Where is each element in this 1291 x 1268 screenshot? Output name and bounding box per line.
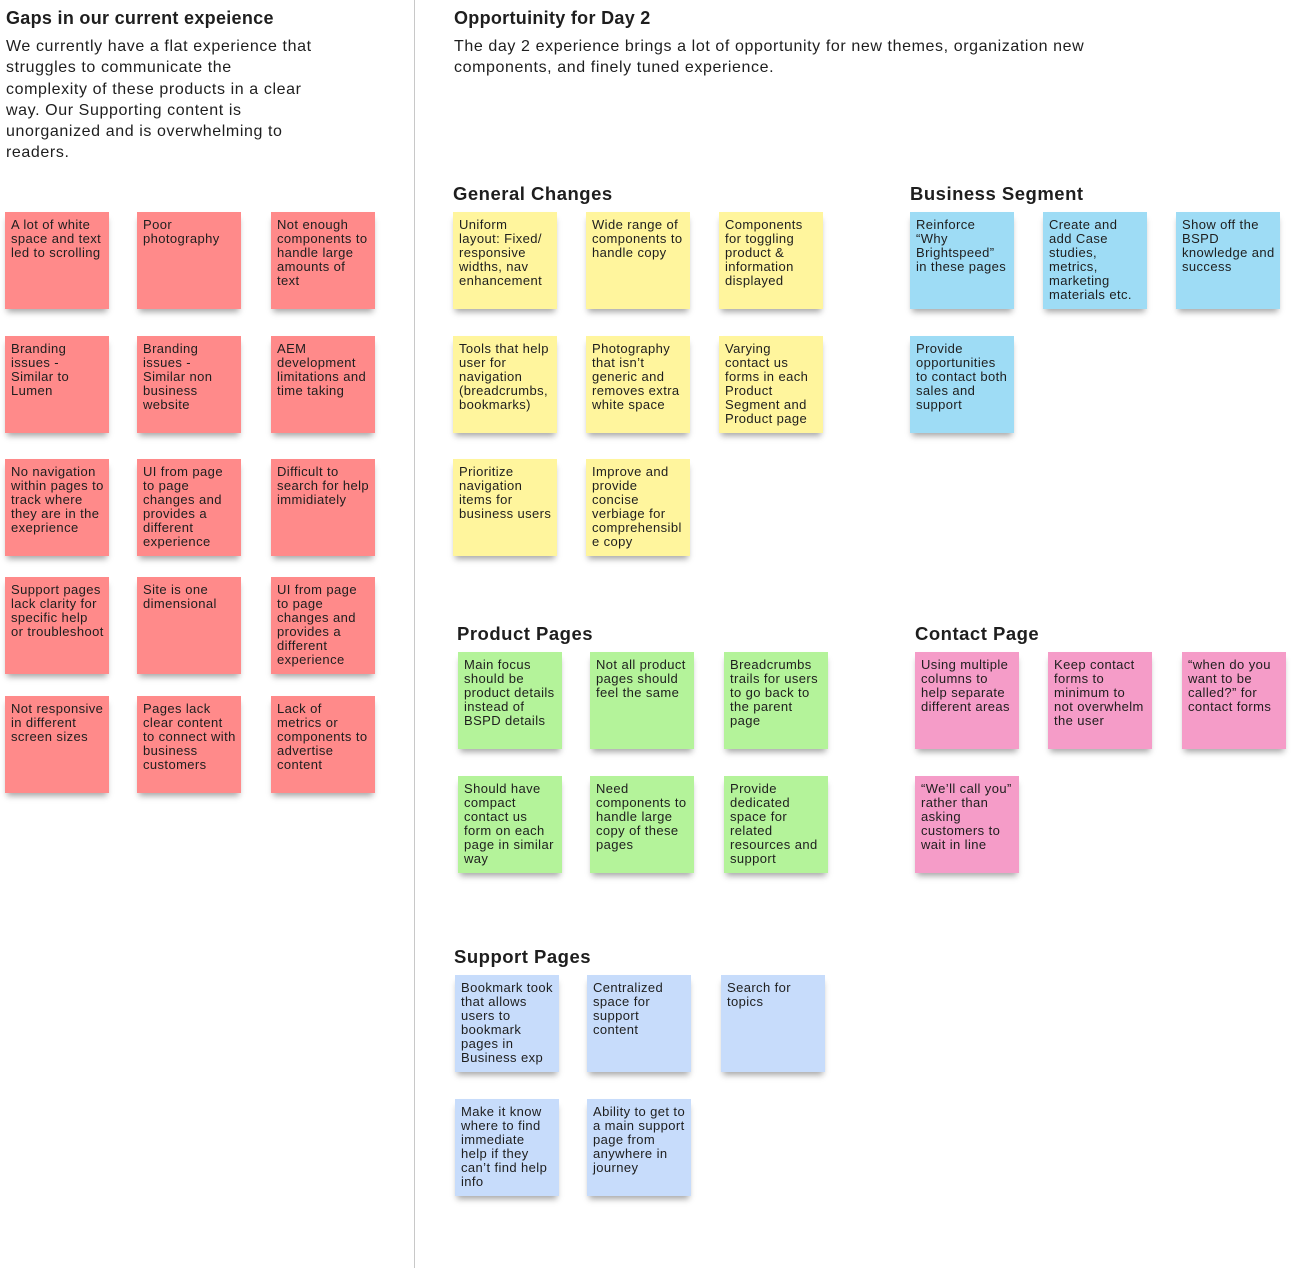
panel-divider [414,0,415,1268]
business-segment-note[interactable]: Reinforce “Why Brightspeed” in these pag… [910,212,1014,309]
product-pages-note[interactable]: Main focus should be product details ins… [458,652,562,749]
business-segment-note[interactable]: Provide opportunities to contact both sa… [910,336,1014,433]
general-changes-note[interactable]: Wide range of components to handle copy [586,212,690,309]
right-panel-title: Opportuinity for Day 2 [454,8,651,28]
section-title-business-segment: Business Segment [910,183,1084,204]
product-pages-note[interactable]: Should have compact contact us form on e… [458,776,562,873]
contact-page-note[interactable]: Using multiple columns to help separate … [915,652,1019,749]
gap-note[interactable]: Site is one dimensional [137,577,241,674]
gap-note[interactable]: Not responsive in different screen sizes [5,696,109,793]
gap-note[interactable]: Not enough components to handle large am… [271,212,375,309]
gap-note[interactable]: UI from page to page changes and provide… [271,577,375,674]
product-pages-note[interactable]: Breadcrumbs trails for users to go back … [724,652,828,749]
gap-note[interactable]: Poor photography [137,212,241,309]
support-pages-note[interactable]: Ability to get to a main support page fr… [587,1099,691,1196]
product-pages-note[interactable]: Need components to handle large copy of … [590,776,694,873]
section-title-product-pages: Product Pages [457,623,594,644]
support-pages-note[interactable]: Bookmark took that allows users to bookm… [455,975,559,1072]
left-panel-description: We currently have a flat experience that… [6,38,312,162]
general-changes-note[interactable]: Uniform layout: Fixed/ responsive widths… [453,212,557,309]
section-title-support-pages: Support Pages [454,946,592,967]
contact-page-note[interactable]: “when do you want to be called?” for con… [1182,652,1286,749]
gap-note[interactable]: UI from page to page changes and provide… [137,459,241,556]
product-pages-note[interactable]: Provide dedicated space for related reso… [724,776,828,873]
section-title-general-changes: General Changes [453,183,613,204]
support-pages-note[interactable]: Make it know where to find immediate hel… [455,1099,559,1196]
gap-note[interactable]: Lack of metrics or components to adverti… [271,696,375,793]
support-pages-note[interactable]: Centralized space for support content [587,975,691,1072]
gap-note[interactable]: Difficult to search for help immidiately [271,459,375,556]
general-changes-note[interactable]: Photography that isn’t generic and remov… [586,336,690,433]
general-changes-note[interactable]: Prioritize navigation items for business… [453,459,557,556]
gap-note[interactable]: Branding issues - Similar to Lumen [5,336,109,433]
general-changes-note[interactable]: Improve and provide concise verbiage for… [586,459,690,556]
right-panel-description: The day 2 experience brings a lot of opp… [454,38,1085,77]
contact-page-note[interactable]: “We’ll call you” rather than asking cust… [915,776,1019,873]
general-changes-note[interactable]: Varying contact us forms in each Product… [719,336,823,433]
section-title-contact-page: Contact Page [915,623,1040,644]
gap-note[interactable]: A lot of white space and text led to scr… [5,212,109,309]
business-segment-note[interactable]: Show off the BSPD knowledge and success [1176,212,1280,309]
left-panel-title: Gaps in our current expeience [6,8,274,28]
gap-note[interactable]: Support pages lack clarity for specific … [5,577,109,674]
gap-note[interactable]: AEM development limitations and time tak… [271,336,375,433]
gap-note[interactable]: Branding issues - Similar non business w… [137,336,241,433]
contact-page-note[interactable]: Keep contact forms to minimum to not ove… [1048,652,1152,749]
general-changes-note[interactable]: Components for toggling product & inform… [719,212,823,309]
gap-note[interactable]: Pages lack clear content to connect with… [137,696,241,793]
product-pages-note[interactable]: Not all product pages should feel the sa… [590,652,694,749]
general-changes-note[interactable]: Tools that help user for navigation (bre… [453,336,557,433]
support-pages-note[interactable]: Search for topics [721,975,825,1072]
business-segment-note[interactable]: Create and add Case studies, metrics, ma… [1043,212,1147,309]
gap-note[interactable]: No navigation within pages to track wher… [5,459,109,556]
